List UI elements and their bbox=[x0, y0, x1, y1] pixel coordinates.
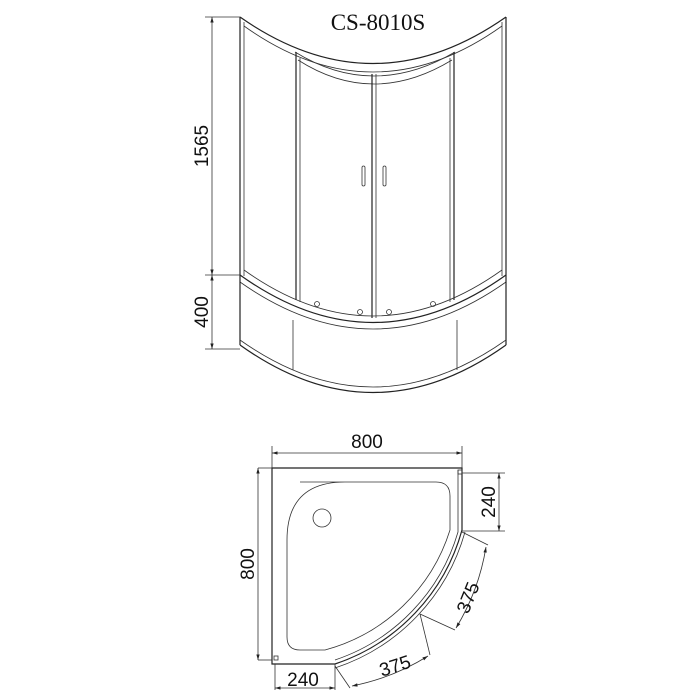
bottom-panel-label: 240 bbox=[287, 670, 319, 691]
bottom-door-arc-label: 375 bbox=[377, 652, 414, 682]
top-view-dimensions: 800 800 240 240 375 375 bbox=[238, 432, 505, 691]
right-panel-label: 240 bbox=[479, 486, 500, 518]
model-title: CS-8010S bbox=[331, 10, 426, 35]
height-dimensions: 1565 400 bbox=[192, 16, 240, 350]
drain-icon bbox=[312, 508, 332, 528]
glass-height-label: 1565 bbox=[192, 125, 213, 167]
top-view: 800 800 240 240 375 375 bbox=[238, 432, 505, 691]
tray-base bbox=[239, 278, 507, 394]
base-height-label: 400 bbox=[192, 296, 213, 328]
right-door-handle bbox=[382, 165, 387, 187]
tray-outline bbox=[271, 467, 466, 669]
glass-enclosure bbox=[239, 16, 507, 330]
front-view: 1565 400 bbox=[192, 16, 507, 394]
right-door-arc-label: 375 bbox=[453, 579, 484, 616]
left-door-handle bbox=[361, 165, 366, 187]
depth-label: 800 bbox=[238, 548, 259, 580]
width-label: 800 bbox=[351, 432, 383, 453]
